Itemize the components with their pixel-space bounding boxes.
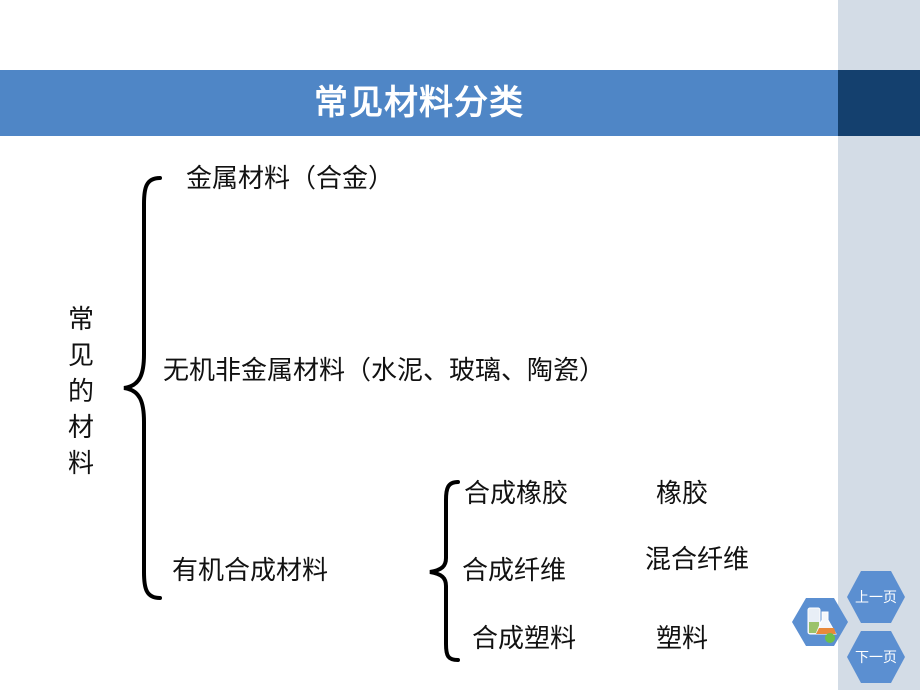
prev-page-label: 上一页 [855,590,897,606]
root-label: 常 见 的 材 料 [64,302,98,482]
branch-inorganic: 无机非金属材料（水泥、玻璃、陶瓷） [163,356,606,386]
root-label-char: 材 [67,413,94,443]
synthetic-rubber: 合成橡胶 [464,479,569,509]
branch-metal: 金属材料（合金） [186,164,395,194]
title-bar [0,70,838,136]
slide-title: 常见材料分类 [314,83,524,123]
organic-brace [429,480,460,662]
branch-organic: 有机合成材料 [172,556,329,586]
synthetic-plastic: 合成塑料 [472,624,577,654]
main-brace [123,176,162,600]
next-page-label: 下一页 [855,650,897,666]
synthetic-fiber: 合成纤维 [462,556,567,586]
next-button-hexagon [847,631,905,683]
root-label-char: 常 [67,305,94,335]
flask-icon [792,598,848,646]
rubber: 橡胶 [656,479,709,509]
prev-page-button[interactable]: 上一页 [846,570,906,624]
title-accent-block [838,70,920,136]
next-page-button[interactable]: 下一页 [846,630,906,684]
plastic: 塑料 [656,624,709,654]
root-label-char: 的 [67,377,94,407]
root-label-char: 料 [67,449,94,479]
mixed-fiber: 混合纤维 [645,545,750,575]
prev-button-hexagon [847,571,905,623]
root-label-char: 见 [67,341,94,371]
